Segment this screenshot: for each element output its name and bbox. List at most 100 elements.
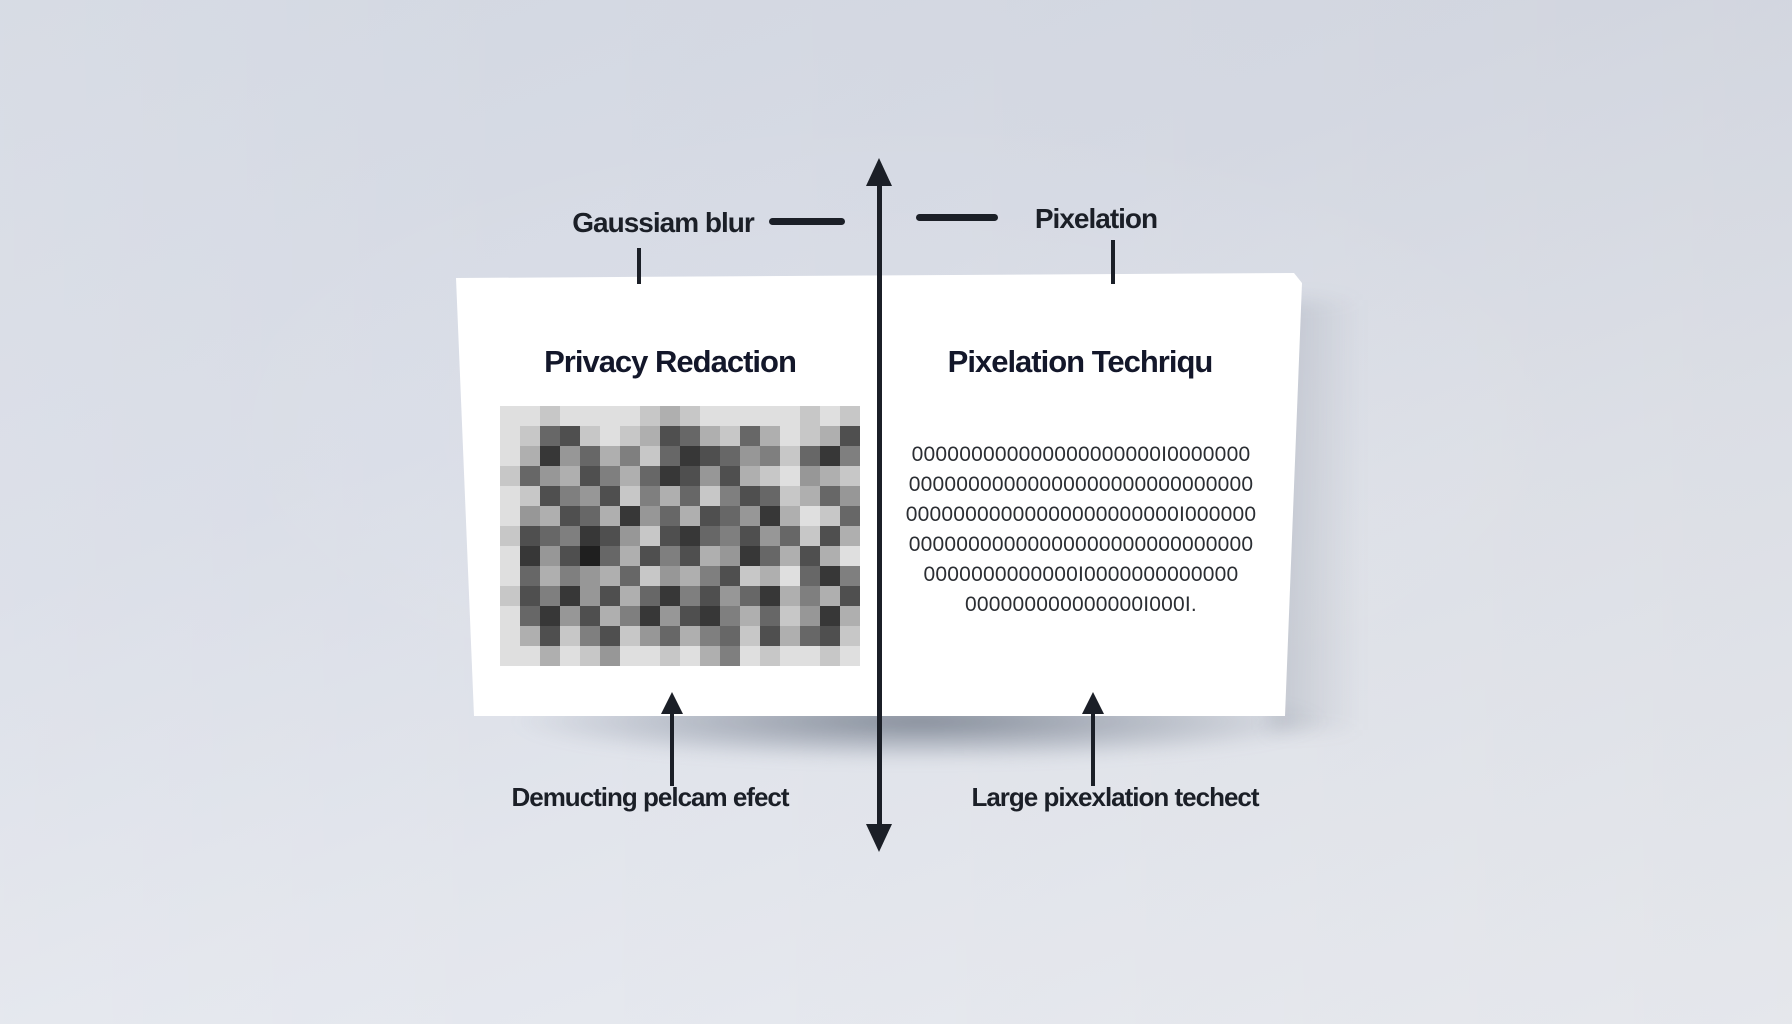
mosaic-cell xyxy=(580,546,600,566)
mosaic-cell xyxy=(540,406,560,426)
mosaic-cell xyxy=(520,446,540,466)
right-dash xyxy=(916,214,998,221)
mosaic-cell xyxy=(600,586,620,606)
mosaic-cell xyxy=(820,566,840,586)
mosaic-cell xyxy=(580,466,600,486)
mosaic-cell xyxy=(700,426,720,446)
mosaic-cell xyxy=(540,446,560,466)
gaussian-blur-label: Gaussiam blur xyxy=(572,207,755,238)
mosaic-cell xyxy=(500,426,520,446)
mosaic-cell xyxy=(740,646,760,666)
mosaic-cell xyxy=(560,626,580,646)
mosaic-cell xyxy=(680,646,700,666)
mosaic-cell xyxy=(580,646,600,666)
mosaic-cell xyxy=(800,626,820,646)
mosaic-cell xyxy=(740,526,760,546)
mosaic-cell xyxy=(800,566,820,586)
mosaic-cell xyxy=(720,446,740,466)
mosaic-cell xyxy=(760,406,780,426)
mosaic-cell xyxy=(640,586,660,606)
mosaic-cell xyxy=(800,506,820,526)
mosaic-cell xyxy=(540,586,560,606)
zeros-line: 000000000000000000000I0000000 xyxy=(911,443,1251,466)
left-up-arrow-line xyxy=(670,708,674,786)
mosaic-cell xyxy=(680,506,700,526)
mosaic-cell xyxy=(520,506,540,526)
mosaic-cell xyxy=(660,466,680,486)
mosaic-cell xyxy=(700,646,720,666)
mosaic-cell xyxy=(680,426,700,446)
mosaic-cell xyxy=(580,446,600,466)
divider-arrow-up-icon xyxy=(866,158,892,186)
mosaic-cell xyxy=(580,526,600,546)
mosaic-cell xyxy=(720,626,740,646)
mosaic-cell xyxy=(720,506,740,526)
mosaic-cell xyxy=(840,646,860,666)
mosaic-cell xyxy=(820,646,840,666)
right-panel-title: Pixelation Techriqu xyxy=(947,344,1214,379)
mosaic-cell xyxy=(680,546,700,566)
mosaic-cell xyxy=(500,406,520,426)
mosaic-cell xyxy=(800,486,820,506)
mosaic-cell xyxy=(780,446,800,466)
mosaic-cell xyxy=(740,406,760,426)
mosaic-cell xyxy=(500,446,520,466)
mosaic-cell xyxy=(540,546,560,566)
mosaic-cell xyxy=(840,566,860,586)
mosaic-cell xyxy=(640,546,660,566)
mosaic-cell xyxy=(780,486,800,506)
mosaic-cell xyxy=(740,506,760,526)
mosaic-cell xyxy=(720,646,740,666)
mosaic-cell xyxy=(600,606,620,626)
mosaic-cell xyxy=(800,526,820,546)
mosaic-cell xyxy=(840,606,860,626)
mosaic-cell xyxy=(760,606,780,626)
mosaic-cell xyxy=(680,486,700,506)
mosaic-cell xyxy=(540,486,560,506)
mosaic-cell xyxy=(740,566,760,586)
mosaic-cell xyxy=(640,466,660,486)
mosaic-cell xyxy=(660,526,680,546)
mosaic-cell xyxy=(520,526,540,546)
mosaic-cell xyxy=(740,466,760,486)
mosaic-cell xyxy=(660,446,680,466)
pixelation-connector xyxy=(1111,240,1115,284)
mosaic-cell xyxy=(760,426,780,446)
mosaic-cell xyxy=(620,426,640,446)
mosaic-cell xyxy=(660,566,680,586)
bottom-right-label: Large pixexlation techect xyxy=(971,782,1259,812)
mosaic-cell xyxy=(620,526,640,546)
mosaic-cell xyxy=(840,446,860,466)
mosaic-cell xyxy=(780,426,800,446)
mosaic-cell xyxy=(800,406,820,426)
mosaic-cell xyxy=(840,406,860,426)
mosaic-cell xyxy=(740,606,760,626)
mosaic-cell xyxy=(520,566,540,586)
mosaic-cell xyxy=(700,606,720,626)
mosaic-cell xyxy=(560,546,580,566)
mosaic-cell xyxy=(800,646,820,666)
mosaic-cell xyxy=(640,406,660,426)
mosaic-cell xyxy=(660,546,680,566)
mosaic-cell xyxy=(760,646,780,666)
mosaic-cell xyxy=(560,486,580,506)
mosaic-cell xyxy=(620,626,640,646)
mosaic-cell xyxy=(780,526,800,546)
mosaic-cell xyxy=(620,546,640,566)
mosaic-cell xyxy=(760,506,780,526)
mosaic-cell xyxy=(600,546,620,566)
mosaic-cell xyxy=(600,426,620,446)
mosaic-cell xyxy=(580,506,600,526)
mosaic-cell xyxy=(600,466,620,486)
mosaic-cell xyxy=(780,546,800,566)
mosaic-cell xyxy=(780,406,800,426)
mosaic-cell xyxy=(600,486,620,506)
mosaic-cell xyxy=(560,446,580,466)
mosaic-cell xyxy=(580,486,600,506)
mosaic-cell xyxy=(820,526,840,546)
mosaic-cell xyxy=(520,406,540,426)
mosaic-cell xyxy=(800,466,820,486)
mosaic-cell xyxy=(640,446,660,466)
mosaic-cell xyxy=(800,606,820,626)
mosaic-cell xyxy=(500,626,520,646)
